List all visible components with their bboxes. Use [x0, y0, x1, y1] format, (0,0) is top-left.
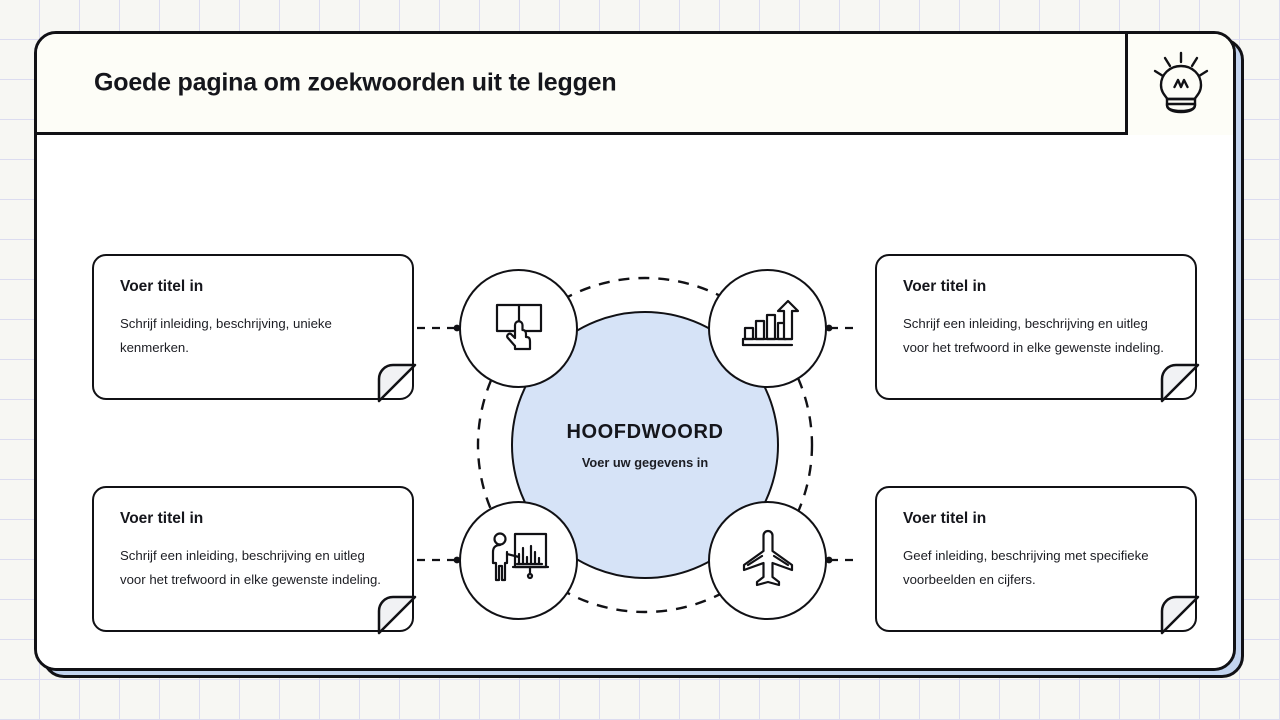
- card-body: Schrijf inleiding, beschrijving, unieke …: [120, 316, 332, 355]
- info-card-bottom-right[interactable]: Voer titel in Geef inleiding, beschrijvi…: [875, 486, 1199, 634]
- card-title: Voer titel in: [120, 510, 204, 527]
- card-body: Schrijf een inleiding, beschrijving en u…: [903, 316, 1164, 355]
- icon-node-top-right[interactable]: [708, 269, 827, 388]
- page-fold-corner: [1160, 595, 1199, 634]
- card-body: Geef inleiding, beschrijving met specifi…: [903, 548, 1149, 587]
- card-title: Voer titel in: [903, 278, 987, 295]
- page-title: Goede pagina om zoekwoorden uit te legge…: [94, 68, 617, 97]
- header-icon-cell: [1125, 34, 1233, 135]
- card-title: Voer titel in: [903, 510, 987, 527]
- page-fold-corner: [1160, 363, 1199, 402]
- slide-frame: Goede pagina om zoekwoorden uit te legge…: [34, 31, 1236, 671]
- info-card-top-left[interactable]: Voer titel in Schrijf inleiding, beschri…: [92, 254, 416, 402]
- card-body: Schrijf een inleiding, beschrijving en u…: [120, 548, 381, 587]
- lightbulb-icon: [1152, 49, 1210, 120]
- info-card-top-right[interactable]: Voer titel in Schrijf een inleiding, bes…: [875, 254, 1199, 402]
- page-fold-corner: [377, 363, 416, 402]
- presenter-chart-icon: [488, 528, 550, 593]
- book-hand-icon: [489, 296, 549, 361]
- airplane-icon: [739, 527, 797, 594]
- card-title: Voer titel in: [120, 278, 204, 295]
- icon-node-bottom-right[interactable]: [708, 501, 827, 620]
- slide-body: Voer titel in Schrijf inleiding, beschri…: [37, 135, 1233, 668]
- bar-chart-growth-icon: [737, 297, 799, 360]
- hub-subtitle: Voer uw gegevens in: [581, 454, 709, 470]
- slide-header: Goede pagina om zoekwoorden uit te legge…: [37, 34, 1233, 135]
- icon-node-top-left[interactable]: [459, 269, 578, 388]
- page-fold-corner: [377, 595, 416, 634]
- icon-node-bottom-left[interactable]: [459, 501, 578, 620]
- info-card-bottom-left[interactable]: Voer titel in Schrijf een inleiding, bes…: [92, 486, 416, 634]
- hub-title: HOOFDWOORD: [566, 420, 724, 443]
